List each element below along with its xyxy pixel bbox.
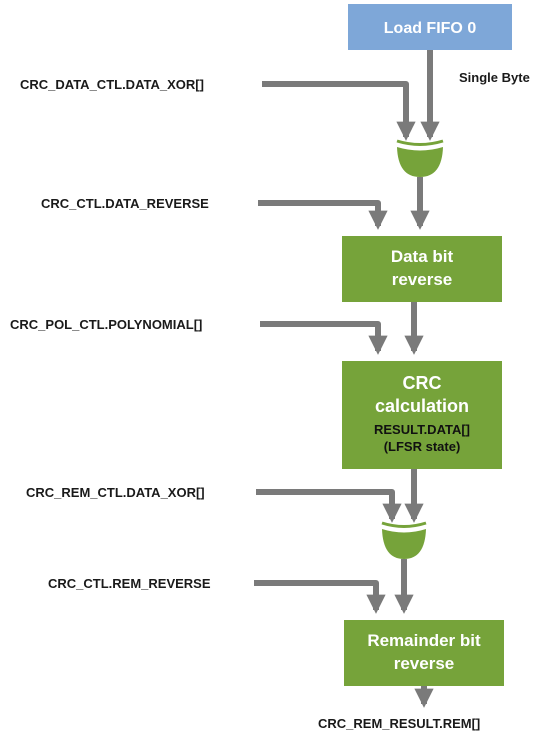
data-bit-reverse-box	[342, 236, 502, 302]
rem-reverse-label-2: reverse	[394, 654, 455, 673]
crc-result-data-label: RESULT.DATA[]	[374, 422, 470, 437]
signal-data-xor: CRC_DATA_CTL.DATA_XOR[]	[20, 77, 204, 92]
signal-data-reverse: CRC_CTL.DATA_REVERSE	[41, 196, 209, 211]
single-byte-label: Single Byte	[459, 70, 530, 85]
load-fifo-label: Load FIFO 0	[384, 20, 477, 37]
rem-reverse-label-1: Remainder bit	[367, 631, 481, 650]
data-bit-reverse-label-1: Data bit	[391, 247, 454, 266]
wire-rem-xor	[256, 489, 402, 523]
wire-data-reverse-ctl	[258, 200, 388, 230]
xor-gate-icon	[396, 139, 444, 177]
crc-lfsr-state-label: (LFSR state)	[384, 439, 461, 454]
load-fifo-box	[348, 4, 512, 50]
crc-calculation-box	[342, 361, 502, 469]
crc-calc-label-2: calculation	[375, 396, 469, 416]
signal-rem-xor: CRC_REM_CTL.DATA_XOR[]	[26, 485, 205, 500]
signal-rem-result: CRC_REM_RESULT.REM[]	[318, 716, 480, 731]
data-bit-reverse-label-2: reverse	[392, 270, 453, 289]
wire-data-xor-to-xor1	[262, 81, 416, 141]
xor-gate-icon	[381, 521, 427, 559]
wire-rem-reverse-ctl	[254, 580, 386, 614]
remainder-bit-reverse-box	[344, 620, 504, 686]
crc-calc-label-1: CRC	[403, 373, 442, 393]
signal-polynomial: CRC_POL_CTL.POLYNOMIAL[]	[10, 317, 202, 332]
signal-rem-reverse: CRC_CTL.REM_REVERSE	[48, 576, 211, 591]
wire-polynomial	[260, 321, 388, 355]
